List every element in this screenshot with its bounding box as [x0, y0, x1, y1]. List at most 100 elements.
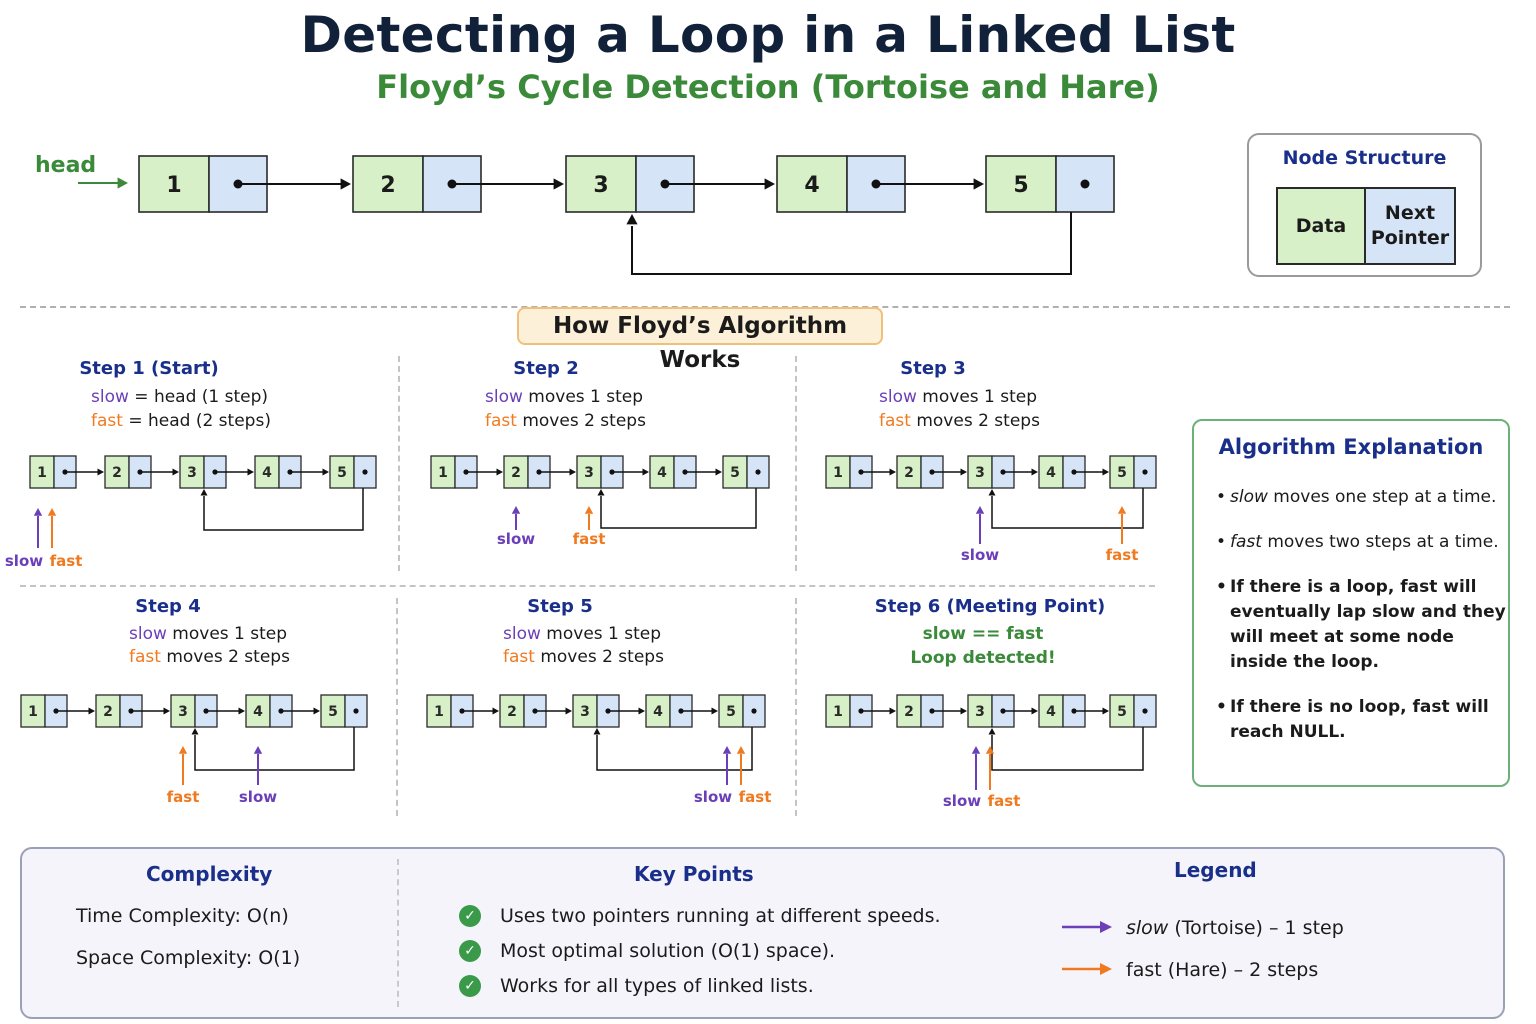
time-complexity: Time Complexity: O(n): [76, 905, 289, 927]
slow-keyword: slow: [879, 387, 917, 407]
node-data-cell: [776, 155, 848, 213]
mini-loop-back-arrow-head: [988, 489, 996, 496]
fast-pointer-arrow-icon: [1117, 506, 1127, 514]
node-pointer-dot: [1080, 179, 1090, 189]
step-4-line-2-text: moves 2 steps: [160, 647, 290, 667]
next-arrow-head: [764, 178, 775, 190]
fast-pointer-arrow-icon: [736, 746, 746, 754]
fast-keyword: fast: [485, 411, 517, 431]
summary-panel: Complexity Time Complexity: O(n) Space C…: [20, 847, 1505, 1019]
slow-pointer-label: slow: [5, 552, 43, 570]
fast-pointer-label: fast: [50, 552, 83, 570]
mini-node-value: 3: [584, 465, 594, 481]
step-1-line-2-text: = head (2 steps): [122, 411, 271, 431]
node-value: 2: [380, 173, 395, 198]
fast-pointer-label: fast: [573, 530, 606, 548]
mini-node-data-cell: [825, 455, 851, 489]
step-1-line-2: fast = head (2 steps): [22, 411, 322, 431]
step-5-line-1: slow moves 1 step: [410, 624, 710, 644]
mini-next-arrow-head: [172, 468, 179, 476]
mini-next-arrow-head: [1031, 468, 1038, 476]
fast-pointer-arrow-icon: [178, 746, 188, 754]
mini-node-data-cell: [722, 455, 748, 489]
mini-next-arrow-head: [1102, 707, 1109, 715]
fast-pointer-label: fast: [739, 788, 772, 806]
step-1-title: Step 1 (Start): [79, 358, 219, 379]
slow-pointer-label: slow: [943, 792, 981, 810]
mini-next-arrow-head: [565, 707, 572, 715]
step-5-line-1-text: moves 1 step: [540, 624, 662, 644]
slow-pointer-arrow-icon: [253, 746, 263, 754]
key-point-3: Works for all types of linked lists.: [500, 975, 814, 997]
mini-next-arrow-head: [163, 707, 170, 715]
step-2-line-2: fast moves 2 steps: [396, 411, 696, 431]
list-node-5: 5: [985, 155, 1115, 213]
step-2-line-1: slow moves 1 step: [396, 387, 696, 407]
mini-node-value: 5: [1117, 704, 1127, 720]
summary-divider: [397, 859, 399, 1007]
mini-next-arrow-head: [715, 468, 722, 476]
mini-node-value: 4: [1046, 704, 1056, 720]
check-icon: ✓: [459, 940, 481, 962]
fast-keyword: fast: [1230, 532, 1262, 552]
mini-loop-back-arrow: [600, 488, 757, 529]
step-1-line-1: slow = head (1 step): [22, 387, 322, 407]
loop-back-arrow: [631, 212, 1072, 275]
mini-next-arrow-head: [322, 468, 329, 476]
mini-node-data-cell: [170, 694, 196, 728]
slow-pointer-label: slow: [239, 788, 277, 806]
step-1-line-1-text: = head (1 step): [128, 387, 269, 407]
mini-next-arrow-head: [247, 468, 254, 476]
mini-node-data-cell: [1109, 455, 1135, 489]
algorithm-explanation-panel: Algorithm Explanation slow moves one ste…: [1192, 419, 1510, 787]
slow-pointer-label: slow: [497, 530, 535, 548]
mini-loop-back-arrow: [991, 727, 1144, 771]
page-subtitle: Floyd’s Cycle Detection (Tortoise and Ha…: [376, 68, 1160, 106]
mini-node-value: 4: [253, 704, 263, 720]
step-4-line-1-text: moves 1 step: [166, 624, 288, 644]
mini-node-value: 3: [580, 704, 590, 720]
mini-node-value: 4: [1046, 465, 1056, 481]
step-2-title: Step 2: [513, 358, 579, 379]
slow-pointer-arrow-icon: [33, 508, 43, 516]
mini-node-value: 4: [657, 465, 667, 481]
slow-legend-arrow-icon: [1062, 921, 1112, 933]
legend-title: Legend: [1174, 858, 1257, 882]
grid-divider-v1-bottom: [396, 598, 398, 816]
mini-node-value: 4: [653, 704, 663, 720]
mini-node-data-cell: [1038, 694, 1064, 728]
step-6-line-2: Loop detected!: [910, 648, 1056, 668]
step-5-title: Step 5: [527, 596, 593, 617]
algorithm-explanation-title: Algorithm Explanation: [1218, 435, 1484, 459]
key-point-2: Most optimal solution (O(1) space).: [500, 940, 836, 962]
mini-node-data-cell: [426, 694, 452, 728]
mini-node-value: 3: [975, 465, 985, 481]
step-3-title: Step 3: [900, 358, 966, 379]
mini-node-value: 5: [328, 704, 338, 720]
mini-node-pointer-dot: [362, 469, 368, 475]
fast-pointer-arrow-icon: [584, 506, 594, 514]
mini-node-pointer-dot: [1142, 469, 1148, 475]
algorithm-item-text: moves one step at a time.: [1267, 487, 1497, 507]
mini-node-value: 3: [178, 704, 188, 720]
fast-keyword: fast: [129, 647, 161, 667]
grid-divider-v2-bottom: [795, 598, 797, 816]
mini-node-data-cell: [572, 694, 598, 728]
node-structure-data-cell: Data: [1276, 187, 1366, 265]
mini-node-data-cell: [896, 455, 922, 489]
mini-next-arrow-head: [711, 707, 718, 715]
slow-keyword: slow: [129, 624, 167, 644]
algorithm-item-slow: slow moves one step at a time.: [1216, 485, 1506, 510]
step-4-title: Step 4: [135, 596, 201, 617]
node-value: 4: [804, 173, 819, 198]
key-point-1: Uses two pointers running at different s…: [500, 905, 941, 927]
mini-loop-back-arrow-head: [597, 489, 605, 496]
node-structure-title: Node Structure: [1282, 147, 1447, 169]
mini-node-value: 5: [1117, 465, 1127, 481]
step-3-line-1-text: moves 1 step: [916, 387, 1038, 407]
step-3-line-2-text: moves 2 steps: [910, 411, 1040, 431]
list-node-3: 3: [565, 155, 695, 213]
